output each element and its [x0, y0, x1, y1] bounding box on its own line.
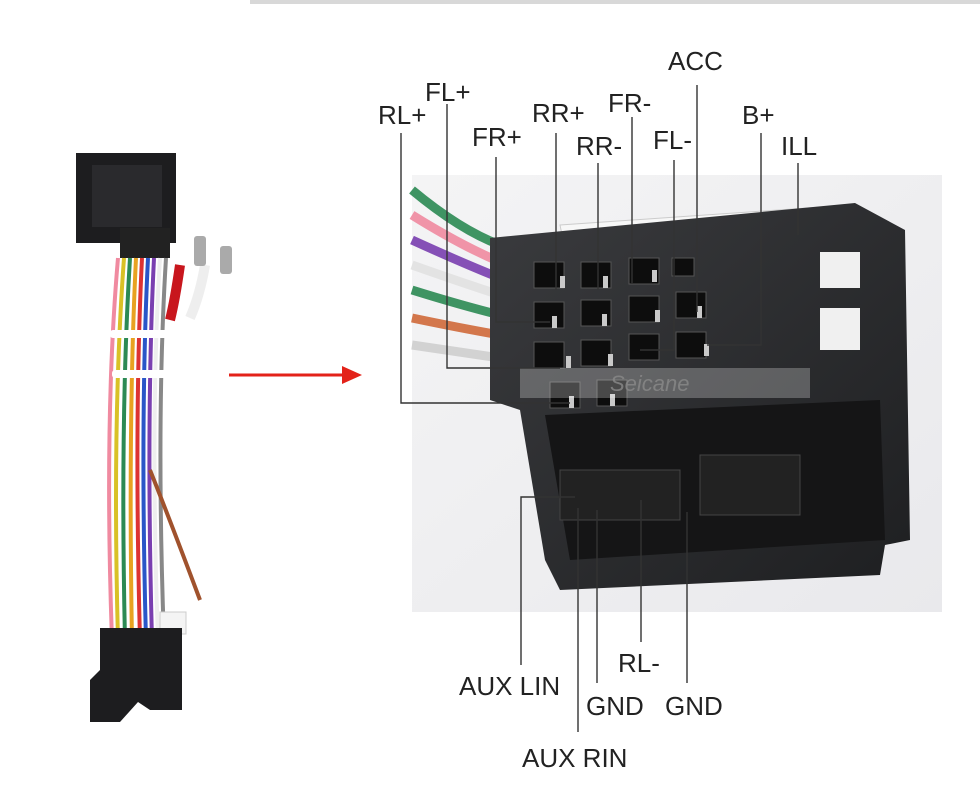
red-arrow: [229, 366, 362, 384]
pin-label-rr-plus: RR+: [532, 98, 585, 128]
connector-photo: [409, 175, 942, 612]
pin-label-rr-minus: RR-: [576, 131, 623, 161]
pin-label-b-plus: B+: [742, 100, 775, 130]
pin-label-acc: ACC: [668, 46, 723, 76]
pin-label-aux-rin: AUX RIN: [522, 743, 628, 773]
pin-label-fr-plus: FR+: [472, 122, 522, 152]
leader-lines: [400, 85, 799, 732]
pin-label-gnd-right: GND: [665, 691, 723, 721]
harness-illustration: [76, 153, 232, 722]
pin-label-gnd-left: GND: [586, 691, 644, 721]
watermark-text: Seicane: [610, 371, 690, 396]
harness-bottom-connector: [90, 628, 182, 722]
pin-label-fr-minus: FR-: [608, 88, 652, 118]
pin-label-aux-lin: AUX LIN: [459, 671, 561, 701]
pin-label-rl-minus: RL-: [618, 648, 660, 678]
pin-label-fl-plus: FL+: [425, 77, 471, 107]
pin-label-rl-plus: RL+: [378, 100, 427, 130]
pin-label-ill: ILL: [781, 131, 818, 161]
pin-label-fl-minus: FL-: [653, 125, 692, 155]
top-divider: [250, 0, 980, 4]
